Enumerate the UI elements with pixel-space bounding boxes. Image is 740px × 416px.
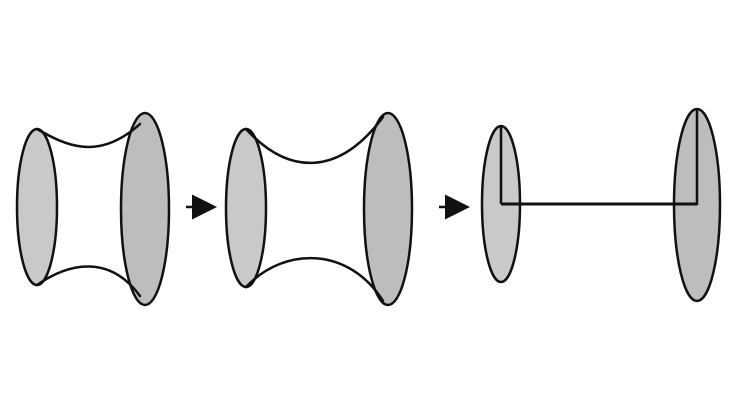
stage-1-neck-surface bbox=[37, 124, 140, 296]
stage-2-catenoid bbox=[224, 111, 414, 307]
stage-2-right-disk bbox=[362, 111, 414, 307]
stage-2-bottom-profile bbox=[244, 256, 385, 303]
stage-1-left-disk bbox=[15, 127, 59, 287]
stage-3-connected-disks bbox=[480, 107, 722, 303]
stage-1-bottom-profile bbox=[35, 265, 142, 298]
stage-1-catenoid bbox=[15, 111, 171, 307]
stage-1-top-profile bbox=[35, 122, 142, 149]
stage-1-right-disk bbox=[119, 111, 171, 307]
stage-2-top-profile bbox=[244, 115, 385, 164]
stage-2-neck-surface bbox=[246, 117, 383, 301]
stage-2-left-disk bbox=[224, 127, 268, 289]
